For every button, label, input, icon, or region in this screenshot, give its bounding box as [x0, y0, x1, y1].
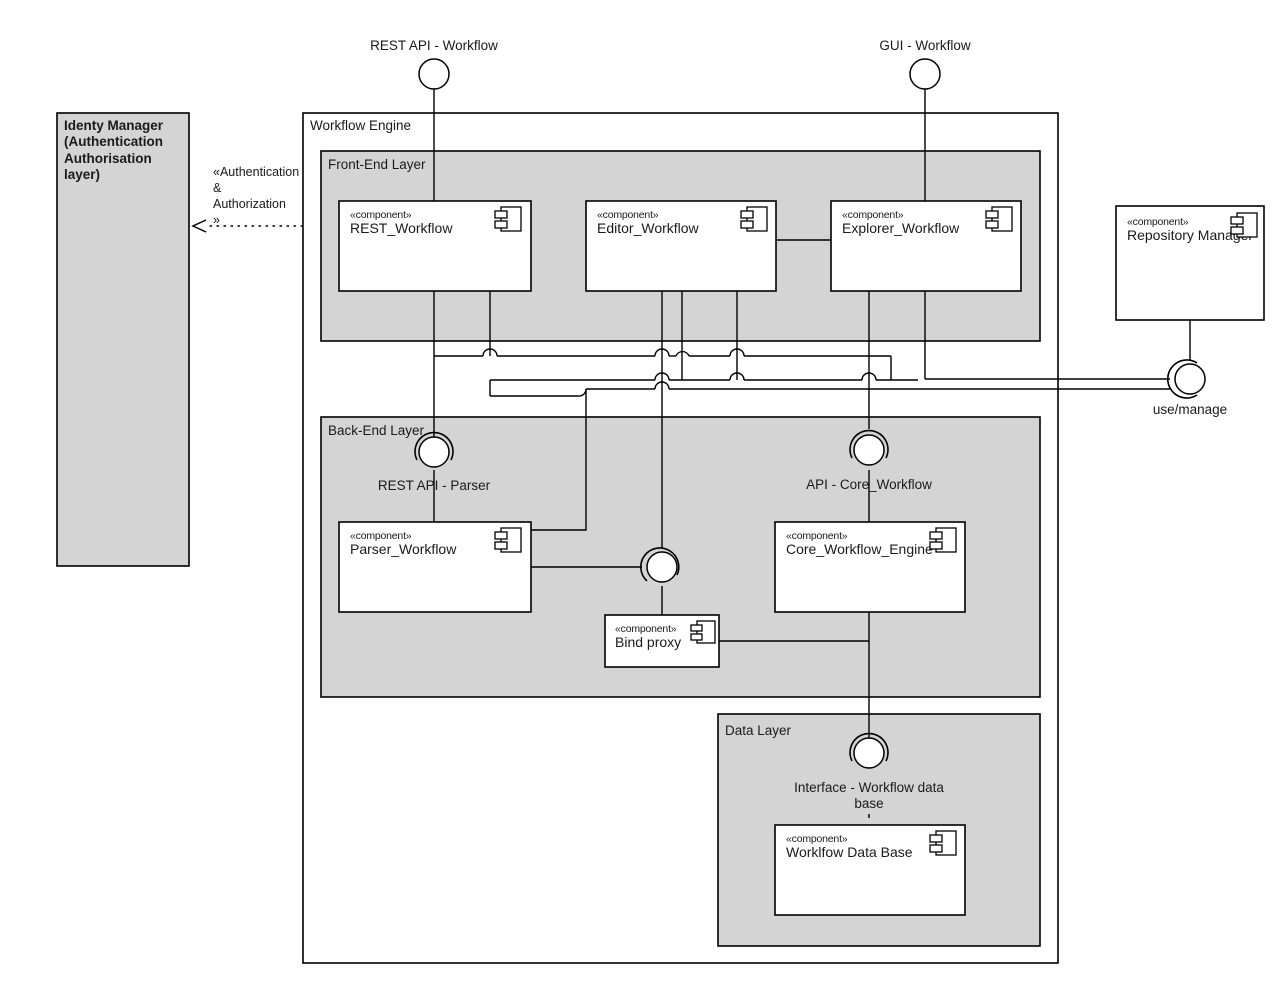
bus-hop-1b: [654, 348, 670, 357]
repository-manager-stereotype: «component»: [1127, 216, 1189, 228]
bus-hop-2b: [729, 372, 745, 381]
component-icon: [494, 206, 522, 232]
bind-proxy-socket-arc: [640, 547, 680, 582]
component-icon: [985, 206, 1013, 232]
bus-hop-1d: [729, 348, 745, 357]
interface-rest-api-workflow[interactable]: REST API - Workflow: [370, 38, 498, 90]
interface-gui-workflow-label: GUI - Workflow: [879, 38, 971, 53]
workflow-data-base-stereotype: «component»: [786, 833, 848, 845]
component-core-workflow-engine[interactable]: «component» Core_Workflow_Engine: [774, 521, 966, 613]
interface-api-core-workflow-label: API - Core_Workflow: [806, 477, 932, 492]
interface-workflow-database-label-line1: Interface - Workflow data: [794, 780, 944, 795]
bus-hop-2a: [654, 372, 670, 381]
interface-bind-proxy-socket[interactable]: [640, 547, 680, 583]
component-icon: [690, 620, 716, 644]
editor-workflow-stereotype: «component»: [597, 209, 659, 221]
dependency-label-line4: »: [213, 213, 220, 227]
component-parser-workflow[interactable]: «component» Parser_Workflow: [338, 521, 532, 613]
bus-hop-2c: [861, 372, 877, 381]
workflow-data-base-name: Worklfow Data Base: [786, 844, 913, 860]
rest-api-parser-socket-arc: [414, 431, 454, 461]
identity-manager-box: Identy Manager (Authentication Authorisa…: [56, 112, 190, 567]
dependency-label-line1: «Authentication: [213, 165, 299, 179]
bind-proxy-stereotype: «component»: [615, 623, 677, 635]
component-icon: [929, 527, 957, 553]
dependency-label-line3: Authorization: [213, 197, 286, 211]
api-core-workflow-socket-arc: [849, 429, 889, 459]
interface-workflow-database-label-line2: base: [854, 796, 883, 811]
interface-use-manage-label: use/manage: [1153, 402, 1227, 417]
interface-api-core-workflow[interactable]: API - Core_Workflow: [806, 429, 932, 492]
explorer-workflow-name: Explorer_Workflow: [842, 220, 960, 236]
interface-rest-api-workflow-label: REST API - Workflow: [370, 38, 498, 53]
identity-manager-line2: (Authentication: [64, 134, 163, 149]
component-icon: [740, 206, 768, 232]
parser-workflow-name: Parser_Workflow: [350, 541, 457, 557]
interface-gui-workflow[interactable]: GUI - Workflow: [879, 38, 971, 90]
bus-hop-1c: [675, 350, 690, 357]
dependency-arrowhead: [191, 219, 207, 233]
identity-manager-line1: Identy Manager: [64, 118, 164, 133]
rest-workflow-name: REST_Workflow: [350, 220, 453, 236]
interface-rest-api-parser[interactable]: REST API - Parser: [378, 431, 491, 493]
bus-hop-1a: [482, 348, 498, 357]
explorer-workflow-stereotype: «component»: [842, 209, 904, 221]
repository-manager-name: Repository Manager: [1127, 227, 1253, 243]
use-manage-socket-arc: [1167, 359, 1198, 399]
component-repository-manager[interactable]: «component» Repository Manager: [1115, 205, 1265, 321]
interface-workflow-database[interactable]: Interface - Workflow data base: [794, 732, 944, 811]
front-end-layer-label: Front-End Layer: [328, 157, 426, 172]
interface-rest-api-parser-label: REST API - Parser: [378, 478, 491, 493]
data-layer-label: Data Layer: [725, 723, 792, 738]
component-icon: [494, 527, 522, 553]
component-workflow-data-base[interactable]: «component» Worklfow Data Base: [774, 824, 966, 916]
dependency-label-line2: &: [213, 181, 222, 195]
interface-use-manage[interactable]: use/manage: [1153, 359, 1227, 417]
component-icon: [1230, 212, 1258, 238]
dependency-authentication-authorization: «Authentication & Authorization »: [191, 165, 303, 233]
component-bind-proxy[interactable]: «component» Bind proxy: [604, 614, 720, 668]
workflow-db-socket-arc: [849, 732, 889, 762]
rest-workflow-stereotype: «component»: [350, 209, 412, 221]
identity-manager-line4: layer): [64, 167, 100, 182]
component-editor-workflow[interactable]: «component» Editor_Workflow: [585, 200, 777, 292]
connector-parser-to-bus: [531, 389, 587, 531]
bus-hop-3a: [654, 381, 670, 390]
editor-workflow-name: Editor_Workflow: [597, 220, 700, 236]
bind-proxy-name: Bind proxy: [615, 634, 681, 650]
identity-manager-line3: Authorisation: [64, 151, 152, 166]
component-icon: [929, 830, 957, 856]
core-workflow-engine-name: Core_Workflow_Engine: [786, 541, 933, 557]
parser-workflow-stereotype: «component»: [350, 530, 412, 542]
component-explorer-workflow[interactable]: «component» Explorer_Workflow: [830, 200, 1022, 292]
component-rest-workflow[interactable]: «component» REST_Workflow: [338, 200, 532, 292]
back-end-layer-label: Back-End Layer: [328, 423, 425, 438]
core-workflow-engine-stereotype: «component»: [786, 530, 848, 542]
workflow-engine-label: Workflow Engine: [310, 118, 411, 133]
